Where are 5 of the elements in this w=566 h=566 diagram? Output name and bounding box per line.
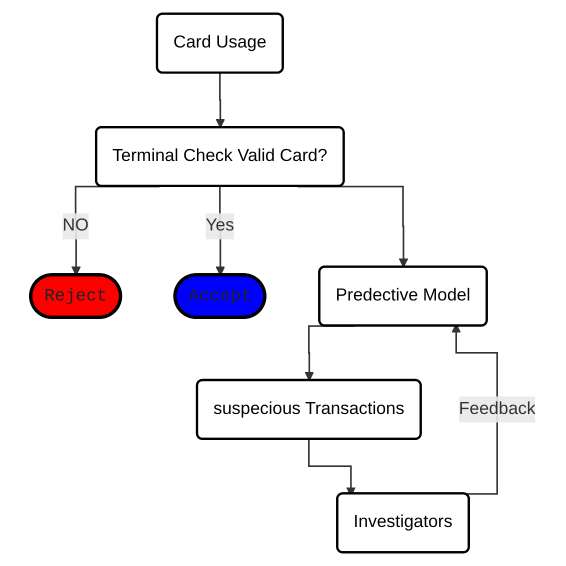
- edge-label: Feedback: [458, 400, 536, 418]
- arrow: [215, 72, 226, 128]
- edge-label: NO: [62, 216, 89, 236]
- edge-label: Yes: [206, 216, 234, 236]
- flowchart: NO Yes Feedback Card Usage Terminal Check Valid Card? Reject Accept Predective Model suspecious Transactions Investigators: [22, 5, 544, 561]
